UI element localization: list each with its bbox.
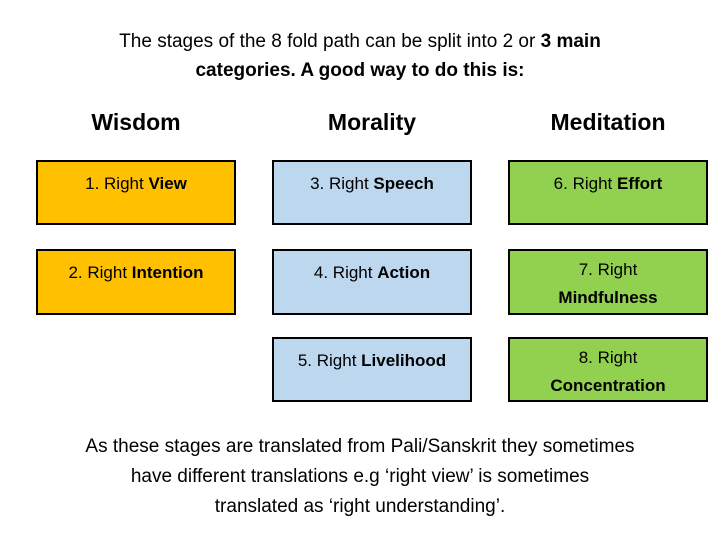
stage-keyword: Mindfulness <box>558 288 658 307</box>
slide-title-line2: categories. A good way to do this is: <box>0 56 720 85</box>
column-header-morality: Morality <box>327 109 417 135</box>
footer-line2: have different translations e.g ‘right v… <box>130 466 590 487</box>
stage-prefix: 2. Right <box>68 263 132 282</box>
footer-note: As these stages are translated from Pali… <box>0 432 720 522</box>
stage-box-4-right-action: 4. Right Action <box>272 249 472 315</box>
stage-keyword: Concentration <box>550 376 666 395</box>
stage-prefix: 7. Right <box>578 260 638 279</box>
stage-keyword: Livelihood <box>361 351 447 370</box>
slide-title: The stages of the 8 fold path can be spl… <box>0 27 720 85</box>
title-bold-text: 3 main <box>540 31 601 52</box>
stage-box-2-right-intention: 2. Right Intention <box>36 249 236 315</box>
stage-keyword: Intention <box>131 263 204 282</box>
column-header-meditation: Meditation <box>550 109 666 135</box>
title-bold-text-line2: categories. A good way to do this is: <box>195 60 525 81</box>
stage-prefix: 1. Right <box>85 174 149 193</box>
stage-keyword: Action <box>377 263 431 282</box>
stage-prefix: 3. Right <box>310 174 374 193</box>
stage-keyword: Effort <box>616 174 663 193</box>
slide-title-line1: The stages of the 8 fold path can be spl… <box>0 27 720 56</box>
stage-keyword: View <box>148 174 187 193</box>
stage-box-7-right-mindfulness: 7. Right Mindfulness <box>508 249 708 315</box>
title-regular-text: The stages of the 8 fold path can be spl… <box>119 31 541 52</box>
stage-box-3-right-speech: 3. Right Speech <box>272 160 472 225</box>
stage-prefix: 8. Right <box>578 348 638 367</box>
footer-line3: translated as ‘right understanding’. <box>214 496 506 517</box>
stage-box-8-right-concentration: 8. Right Concentration <box>508 337 708 402</box>
stage-keyword: Speech <box>373 174 434 193</box>
stage-prefix: 5. Right <box>297 351 362 370</box>
stage-prefix: 6. Right <box>553 174 617 193</box>
footer-line1: As these stages are translated from Pali… <box>85 436 635 457</box>
column-header-wisdom: Wisdom <box>91 109 181 135</box>
stage-box-1-right-view: 1. Right View <box>36 160 236 225</box>
stage-box-6-right-effort: 6. Right Effort <box>508 160 708 225</box>
stage-prefix: 4. Right <box>313 263 378 282</box>
stage-box-5-right-livelihood: 5. Right Livelihood <box>272 337 472 402</box>
